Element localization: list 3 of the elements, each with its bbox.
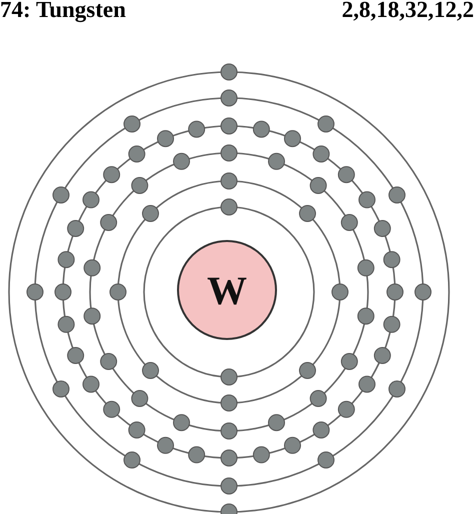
title: 74: Tungsten — [0, 0, 126, 24]
nucleus-circle: W — [177, 240, 277, 340]
electron-configuration: 2,8,18,32,12,2 — [342, 0, 474, 24]
